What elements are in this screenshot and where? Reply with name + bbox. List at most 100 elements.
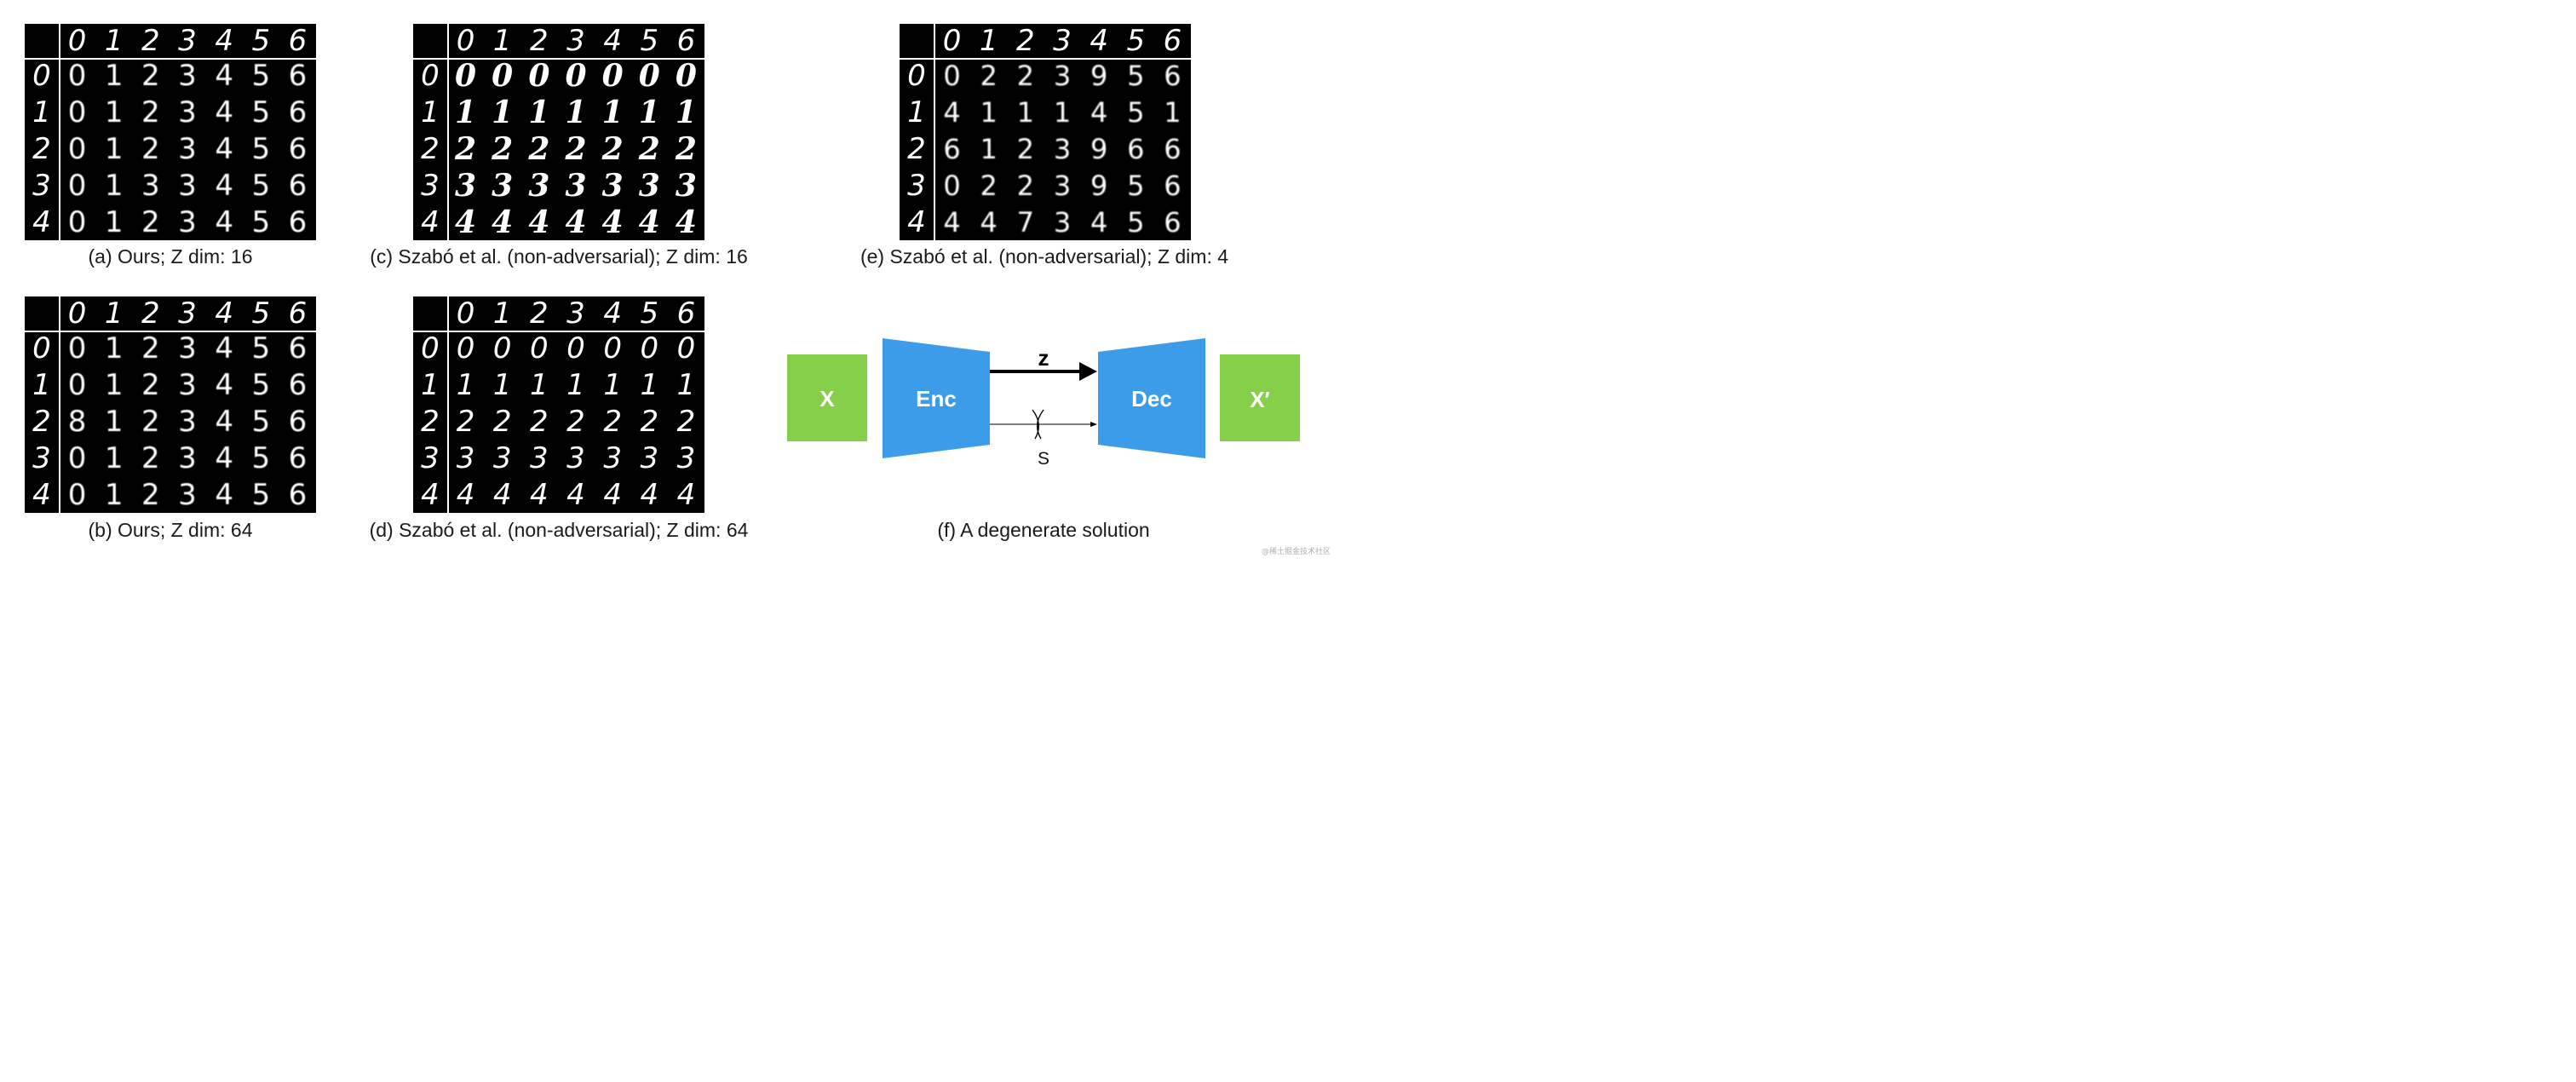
generated-digit: 3 (178, 404, 197, 439)
generated-digit: 5 (251, 404, 271, 439)
row-header-digit: 2 (907, 131, 926, 166)
generated-digit: 8 (67, 404, 87, 439)
row-header-digit: 2 (32, 404, 51, 439)
generated-digit: 0 (67, 477, 87, 512)
generated-digit: 2 (980, 60, 998, 93)
generated-digit: 3 (603, 440, 622, 475)
generated-digit: 4 (1090, 205, 1108, 239)
generated-digit: 0 (566, 331, 585, 366)
generated-digit: 3 (178, 131, 197, 166)
generated-digit: 1 (104, 131, 124, 166)
generated-digit: 6 (1127, 132, 1145, 165)
generated-digit: 3 (141, 168, 160, 203)
generated-digit: 1 (492, 95, 514, 131)
column-header-digit: 5 (1126, 24, 1146, 58)
caption-b: (b) Ours; Z dim: 64 (88, 519, 253, 541)
generated-digit: 3 (638, 167, 660, 204)
generated-digit: 2 (675, 130, 697, 167)
generated-digit: 2 (141, 204, 160, 239)
generated-digit: 5 (251, 168, 271, 203)
row-header-digit: 3 (421, 440, 440, 475)
generated-digit: 5 (1127, 205, 1145, 239)
s-cut-mark (1032, 409, 1044, 440)
degenerate-solution-diagram: X Enc z S Dec X′ (787, 338, 1300, 469)
generated-digit: 1 (492, 368, 512, 403)
generated-digit: 4 (456, 477, 475, 512)
row-header-digit: 0 (421, 59, 440, 94)
row-header-digit: 4 (907, 204, 926, 239)
header-divider-horizontal (25, 58, 316, 60)
generated-digit: 1 (104, 204, 124, 239)
generated-digit: 5 (251, 204, 271, 239)
row-header-digit: 3 (32, 440, 51, 475)
generated-digit: 4 (528, 204, 550, 240)
generated-digit: 6 (1164, 205, 1182, 239)
generated-digit: 3 (675, 167, 697, 204)
generated-digit: 0 (492, 331, 512, 366)
generated-digit: 3 (676, 440, 696, 475)
generated-digit: 3 (1053, 60, 1072, 93)
generated-digit: 2 (492, 404, 512, 439)
row-header-digit: 1 (421, 368, 440, 403)
column-header-digit: 0 (456, 296, 475, 331)
output-box (1220, 354, 1300, 441)
generated-digit: 0 (67, 331, 87, 366)
header-divider-vertical (59, 296, 60, 513)
generated-digit: 2 (530, 404, 549, 439)
generated-digit: 0 (67, 204, 87, 239)
generated-digit: 4 (1090, 96, 1108, 129)
generated-digit: 6 (288, 404, 308, 439)
s-label: S (1038, 449, 1049, 469)
header-divider-vertical (934, 24, 935, 240)
column-header-digit: 0 (67, 24, 87, 58)
column-header-digit: 6 (676, 296, 696, 331)
generated-digit: 3 (1053, 169, 1072, 202)
header-divider-horizontal (25, 331, 316, 332)
generated-digit: 2 (1016, 132, 1035, 165)
generated-digit: 3 (178, 59, 197, 94)
row-header-digit: 0 (907, 59, 926, 94)
generated-digit: 4 (943, 205, 961, 239)
header-divider-horizontal (900, 58, 1191, 60)
generated-digit: 0 (943, 169, 961, 202)
column-header-digit: 5 (640, 296, 659, 331)
generated-digit: 1 (1164, 96, 1182, 129)
generated-digit: 2 (1016, 60, 1035, 93)
generated-digit: 6 (943, 132, 961, 165)
generated-digit: 2 (141, 95, 160, 130)
column-header-digit: 4 (1090, 24, 1108, 58)
generated-digit: 5 (251, 477, 271, 512)
row-header-digit: 1 (32, 95, 51, 130)
generated-digit: 3 (528, 167, 550, 204)
generated-digit: 2 (141, 477, 160, 512)
generated-digit: 2 (566, 404, 585, 439)
generated-digit: 6 (288, 440, 308, 475)
generated-digit: 4 (980, 205, 998, 239)
generated-digit: 0 (638, 58, 660, 95)
generated-digit: 4 (676, 477, 696, 512)
row-header-digit: 2 (32, 131, 51, 166)
generated-digit: 1 (456, 368, 475, 403)
generated-digit: 2 (141, 404, 160, 439)
row-header-digit: 2 (421, 404, 440, 439)
column-header-digit: 4 (215, 296, 233, 331)
generated-digit: 0 (676, 331, 696, 366)
generated-digit: 4 (215, 95, 233, 130)
z-arrow-head (1079, 362, 1097, 381)
generated-digit: 1 (104, 440, 124, 475)
generated-digit: 2 (565, 130, 587, 167)
column-header-digit: 3 (1053, 24, 1072, 58)
generated-digit: 5 (1127, 169, 1145, 202)
header-divider-vertical (447, 296, 449, 513)
generated-digit: 9 (1090, 169, 1108, 202)
column-header-digit: 0 (942, 24, 962, 58)
generated-digit: 2 (141, 368, 160, 403)
generated-digit: 5 (1127, 96, 1145, 129)
column-header-digit: 6 (288, 296, 308, 331)
generated-digit: 2 (640, 404, 659, 439)
column-header-digit: 2 (141, 296, 160, 331)
row-header-digit: 0 (32, 331, 51, 366)
input-box (787, 354, 867, 441)
generated-digit: 0 (67, 368, 87, 403)
